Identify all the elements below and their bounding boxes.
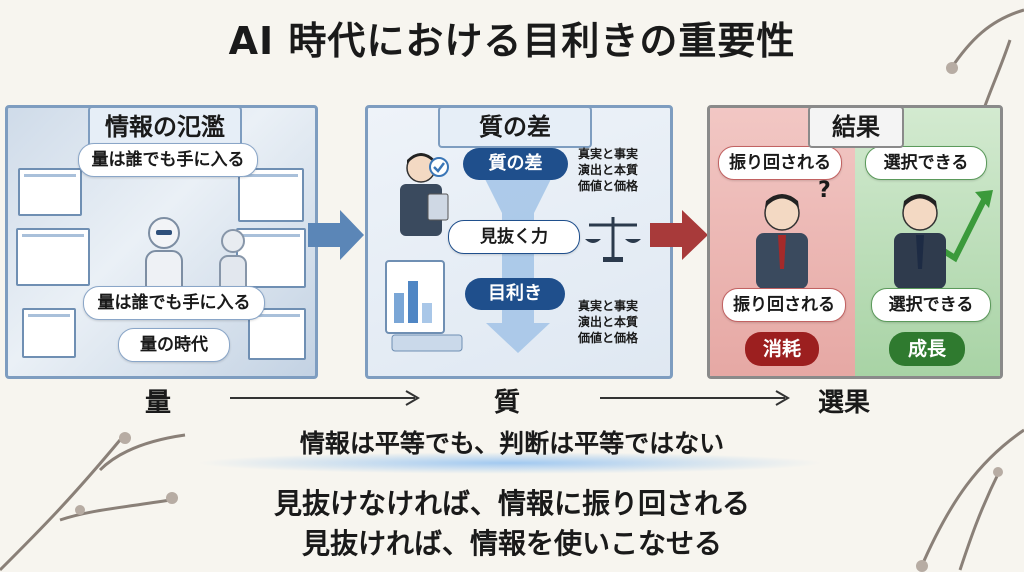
bubble-can-choose-top: 選択できる bbox=[865, 146, 987, 180]
bubble-swayed-bottom: 振り回される bbox=[722, 288, 846, 322]
conclusion-line-2: 見抜ければ、情報を使いこなせる bbox=[301, 527, 722, 560]
panel-header-quality: 質の差 bbox=[438, 108, 592, 148]
bubble-swayed-top: 振り回される bbox=[718, 146, 842, 180]
step-quality-diff: 質の差 bbox=[463, 148, 568, 180]
screen-decoration bbox=[16, 228, 90, 286]
axis-label-selection: 選果 bbox=[818, 388, 871, 418]
criteria-list-bottom: 真実と事実 演出と本質 価値と価格 bbox=[578, 299, 639, 345]
checkmark-icon bbox=[429, 157, 449, 177]
branch-decoration-bottom-right bbox=[916, 428, 1024, 572]
page-title: AI 時代における目利きの重要性 bbox=[228, 19, 796, 63]
scales-icon bbox=[585, 217, 641, 262]
dashboard-illustration-icon bbox=[385, 260, 463, 352]
speech-bubble-top: 量は誰でも手に入る bbox=[78, 143, 258, 177]
result-bad-side: ? 振り回される 振り回される 消耗 bbox=[710, 108, 855, 376]
panel-result: ? 振り回される 振り回される 消耗 選択できる 選択できる 成長 結果 bbox=[707, 105, 1003, 379]
step-discernment: 見抜く力 bbox=[448, 220, 580, 254]
criteria-list-top: 真実と事実 演出と本質 価値と価格 bbox=[578, 147, 639, 193]
arrow-right-icon bbox=[308, 210, 364, 260]
screen-decoration bbox=[22, 308, 76, 358]
axis-arrow-icon bbox=[230, 390, 420, 406]
badge-growth: 成長 bbox=[889, 332, 965, 366]
axis-label-quality: 質 bbox=[494, 388, 521, 418]
badge-exhaustion: 消耗 bbox=[745, 332, 819, 366]
confident-businessman-icon bbox=[894, 194, 946, 289]
panel-information-flood: 情報の氾濫 量は誰でも手に入る 量は誰でも手に入る 量の時代 bbox=[5, 105, 318, 379]
panel-header-result: 結果 bbox=[808, 108, 904, 148]
screen-decoration bbox=[18, 168, 82, 216]
arrow-right-icon bbox=[650, 210, 708, 260]
panel-header-flood: 情報の氾濫 bbox=[88, 108, 242, 148]
speech-bubble-bottom: 量の時代 bbox=[118, 328, 230, 362]
slogan-glow bbox=[195, 452, 825, 474]
step-connoisseurship: 目利き bbox=[465, 278, 565, 310]
slogan-text: 情報は平等でも、判断は平等ではない bbox=[299, 429, 725, 458]
question-mark-icon: ? bbox=[818, 178, 831, 203]
stressed-businessman-icon bbox=[756, 194, 808, 289]
axis-label-quantity: 量 bbox=[145, 388, 172, 418]
conclusion-line-1: 見抜けなければ、情報に振り回される bbox=[273, 487, 750, 520]
speech-bubble-middle: 量は誰でも手に入る bbox=[83, 286, 265, 320]
result-good-side: 選択できる 選択できる 成長 bbox=[855, 108, 1000, 376]
bubble-can-choose-bottom: 選択できる bbox=[871, 288, 991, 322]
branch-decoration-left bbox=[0, 432, 186, 572]
businessman-tablet-icon bbox=[400, 153, 449, 236]
panel-quality-difference: 質の差 質の差 見抜く力 目利き 真実と事実 演出と本質 価値と価格 真実と事実… bbox=[365, 105, 673, 379]
screen-decoration bbox=[238, 168, 304, 222]
axis-arrow-icon bbox=[600, 390, 790, 406]
